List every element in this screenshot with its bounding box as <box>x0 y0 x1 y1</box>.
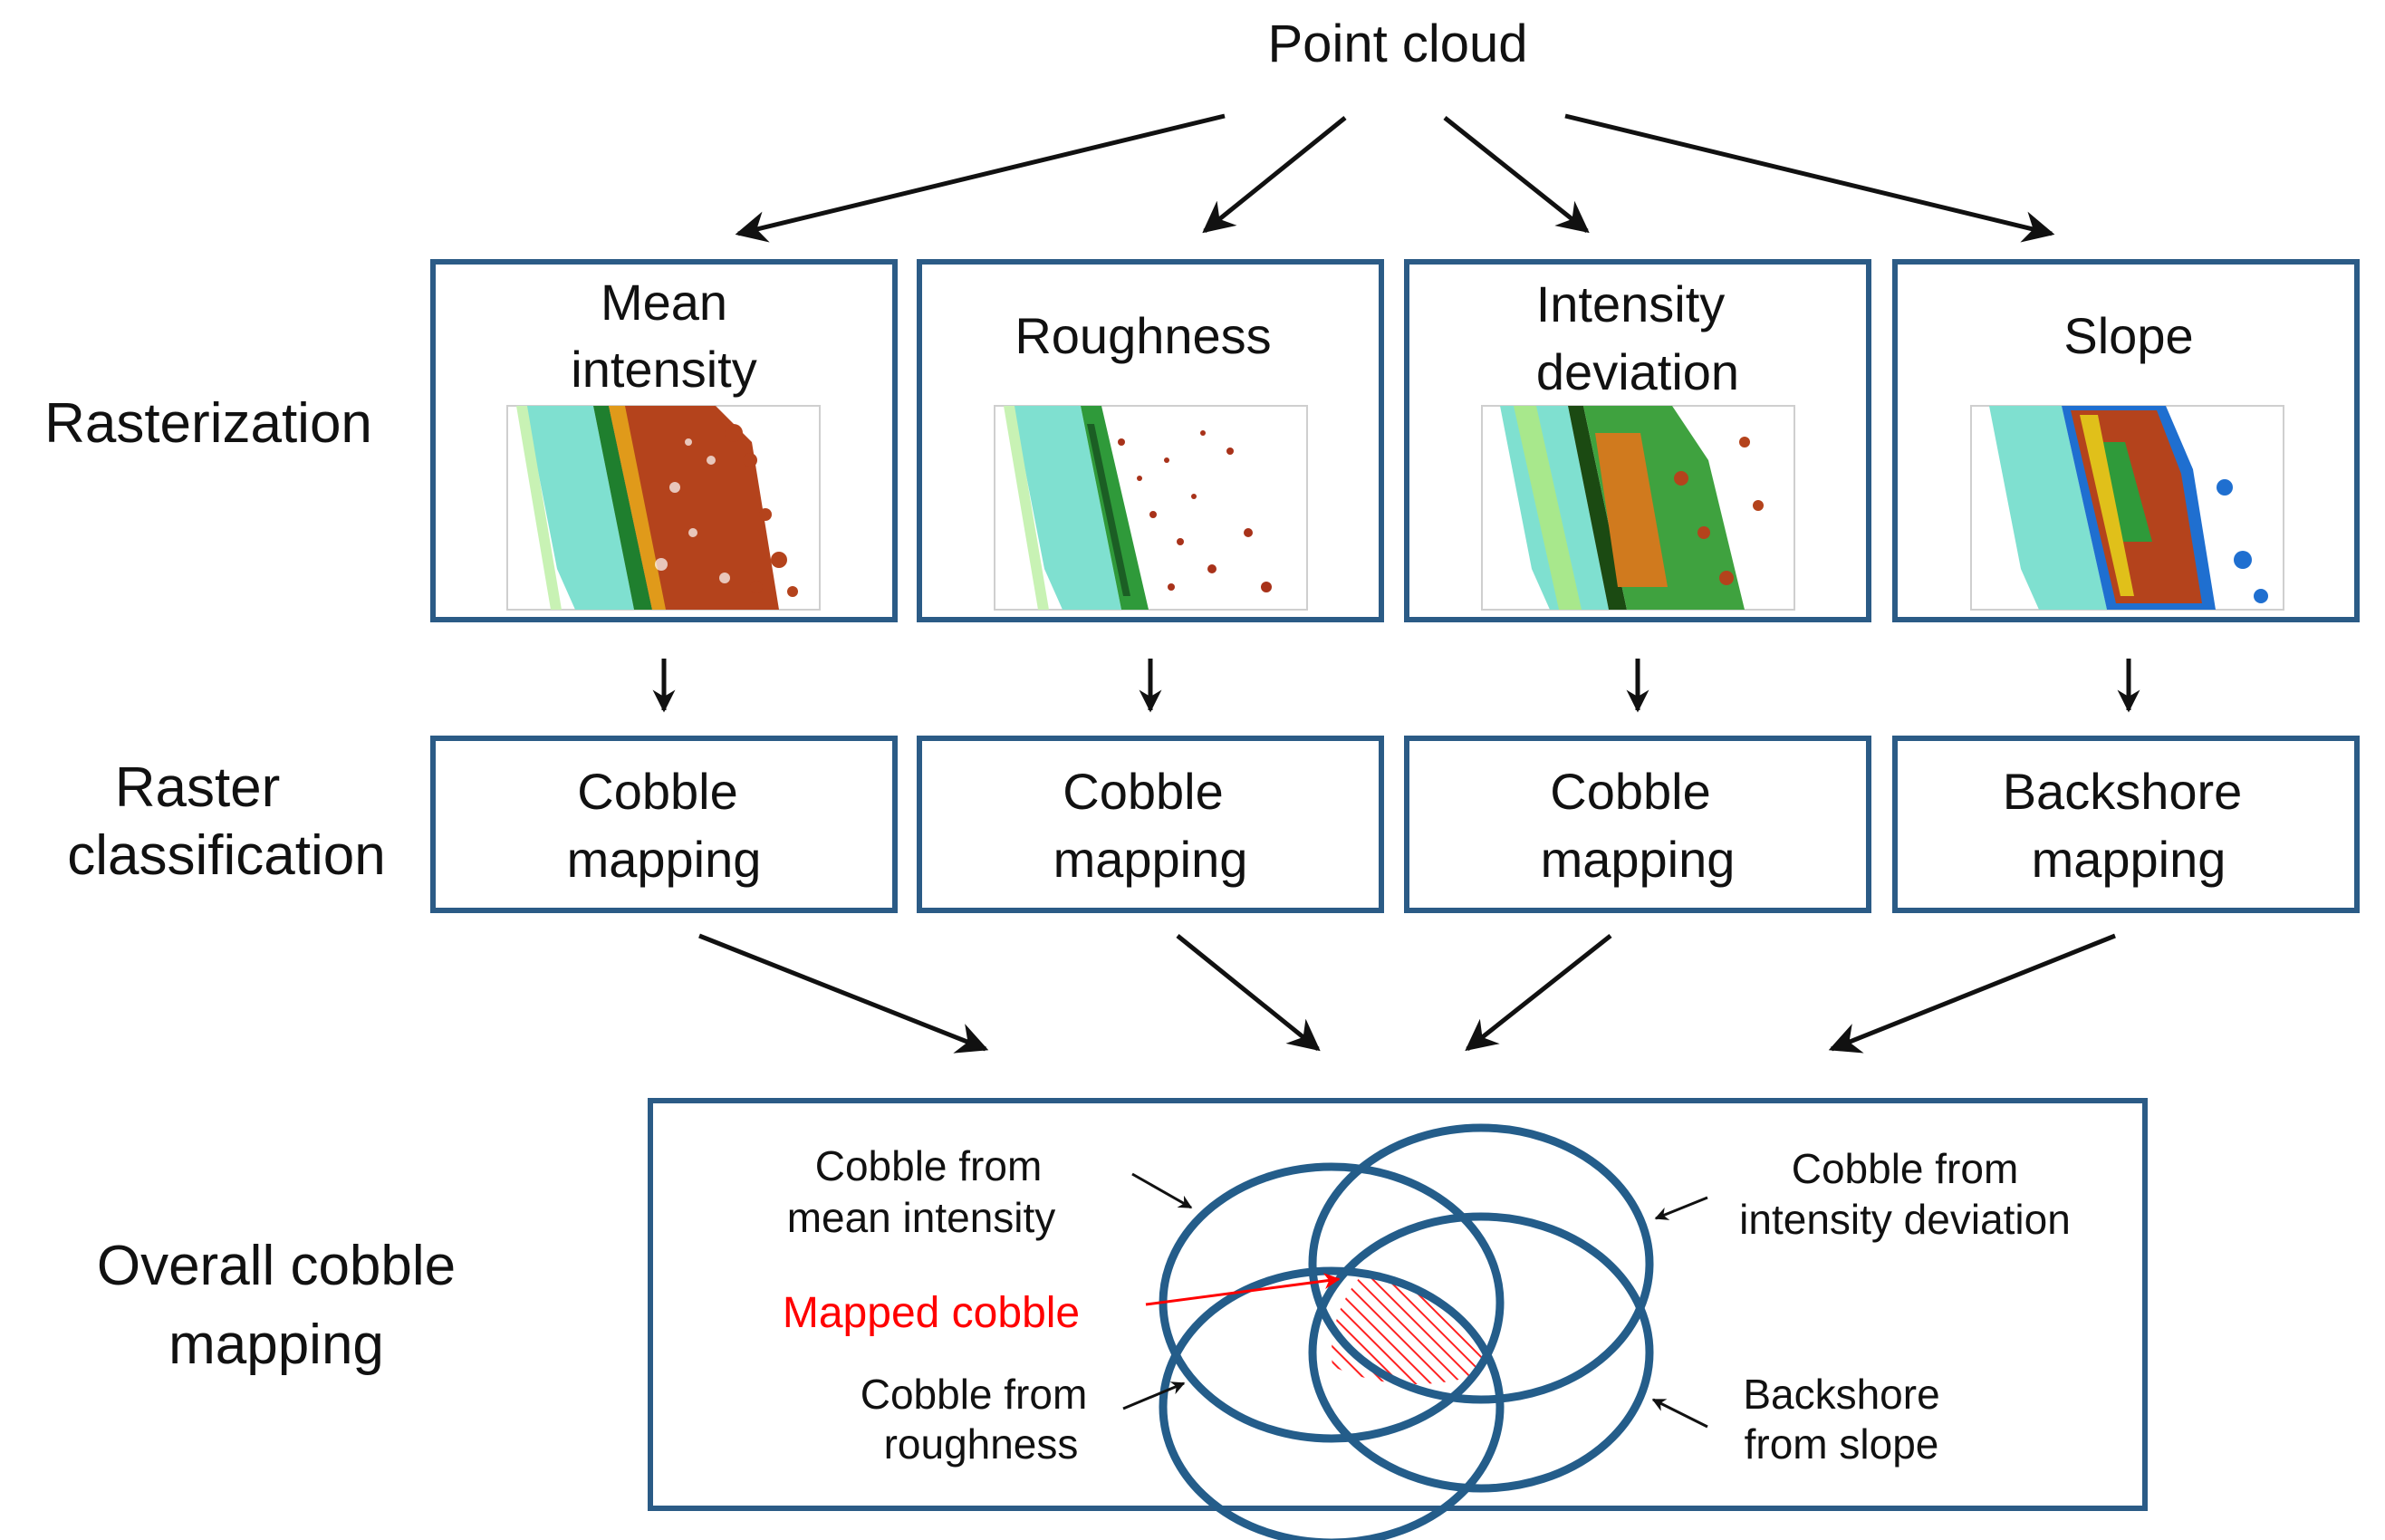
arrow-to-intensity-deviation <box>1443 116 1590 234</box>
pointer-intensity-deviation <box>1654 1196 1708 1220</box>
arrow-to-slope <box>1564 113 2055 243</box>
pointer-mapped-cobble <box>1145 1273 1341 1306</box>
venn-label-mean-intensity-1: Cobble from <box>815 1142 1043 1189</box>
venn-pointers <box>1122 1172 1708 1429</box>
raster-name-mean-intensity-1: Mean <box>601 274 727 331</box>
pointer-mean-intensity <box>1131 1172 1193 1209</box>
converging-arrows <box>698 933 2116 1054</box>
pointer-slope <box>1651 1398 1708 1429</box>
class-box-3 <box>1404 736 1871 913</box>
venn-label-slope-1: Backshore <box>1743 1371 1939 1418</box>
classification-row: Cobble mapping Cobble mapping Cobble map… <box>430 736 2360 913</box>
down-arrows <box>652 659 2140 713</box>
venn-label-roughness-2: roughness <box>884 1420 1079 1468</box>
venn-label-mean-intensity-2: mean intensity <box>787 1194 1056 1241</box>
converge-arrow-3 <box>1465 934 1612 1052</box>
class-label-1b: mapping <box>567 831 762 888</box>
venn-label-intensity-deviation-2: intensity deviation <box>1739 1196 2071 1243</box>
venn-label-slope-2: from slope <box>1745 1420 1939 1468</box>
raster-name-intensity-deviation-2: deviation <box>1536 343 1739 400</box>
pointer-roughness <box>1122 1381 1186 1410</box>
arrow-to-mean-intensity <box>735 113 1226 243</box>
converge-arrow-1 <box>698 933 989 1054</box>
circle-intensity-deviation <box>1308 1123 1654 1404</box>
raster-name-roughness: Roughness <box>1015 307 1271 364</box>
class-label-4b: mapping <box>2032 831 2226 888</box>
row-label-classification-1: Raster <box>115 756 281 819</box>
class-box-4 <box>1892 736 2360 913</box>
raster-name-slope: Slope <box>2063 307 2193 364</box>
arrow-to-roughness <box>1202 116 1347 234</box>
converge-arrow-2 <box>1176 934 1321 1052</box>
point-cloud-label: Point cloud <box>1268 14 1528 73</box>
class-label-2b: mapping <box>1053 831 1248 888</box>
class-box-2 <box>917 736 1384 913</box>
class-label-4a: Backshore <box>2003 763 2243 820</box>
class-label-1a: Cobble <box>577 763 737 820</box>
class-label-3b: mapping <box>1541 831 1736 888</box>
venn-label-roughness-1: Cobble from <box>861 1371 1088 1418</box>
row-label-overall-1: Overall cobble <box>97 1235 456 1297</box>
venn-label-mapped-cobble: Mapped cobble <box>783 1289 1080 1337</box>
point-cloud-arrows <box>735 113 2055 243</box>
row-label-overall-2: mapping <box>168 1314 384 1376</box>
class-box-1 <box>430 736 898 913</box>
rasterization-row: Mean intensity Roughness Intensity devia… <box>430 259 2360 622</box>
thumbnail-intensity-deviation <box>1481 405 1795 611</box>
thumbnail-mean-intensity <box>506 405 821 611</box>
row-label-classification-2: classification <box>67 824 385 887</box>
converge-arrow-4 <box>1828 933 2116 1054</box>
row-label-rasterization: Rasterization <box>44 392 372 455</box>
circle-slope <box>1308 1212 1654 1493</box>
class-label-3a: Cobble <box>1550 763 1710 820</box>
thumbnail-slope <box>1970 405 2284 611</box>
raster-name-mean-intensity-2: intensity <box>571 341 756 398</box>
class-label-2a: Cobble <box>1063 763 1223 820</box>
thumbnail-roughness <box>994 405 1308 611</box>
circle-roughness <box>1159 1266 1505 1540</box>
venn-label-intensity-deviation-1: Cobble from <box>1792 1145 2019 1192</box>
raster-name-intensity-deviation-1: Intensity <box>1536 275 1726 332</box>
